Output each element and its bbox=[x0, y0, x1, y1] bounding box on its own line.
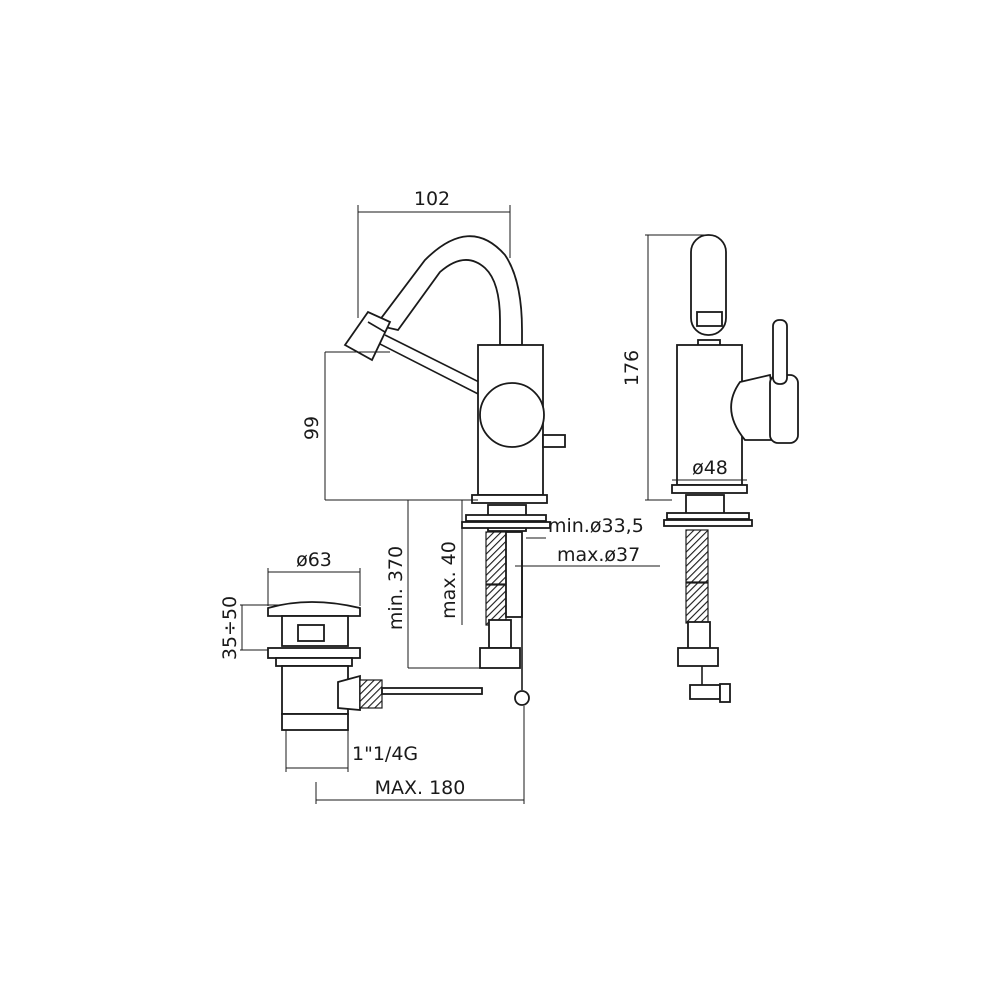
dim-min-hose: min. 370 bbox=[385, 546, 407, 630]
dim-max-reach: MAX. 180 bbox=[375, 777, 466, 799]
dim-body-diameter: ø48 bbox=[692, 457, 728, 479]
hose-fitting bbox=[488, 619, 512, 649]
side-lever-handle bbox=[772, 319, 788, 385]
side-hose-nut bbox=[677, 647, 719, 667]
front-view-mixer bbox=[343, 235, 566, 706]
waste-window bbox=[297, 624, 325, 642]
side-lever bbox=[769, 374, 799, 444]
side-hose-fitting bbox=[687, 621, 711, 651]
hose-left-upper bbox=[485, 531, 507, 585]
dim-height-side: 176 bbox=[621, 350, 643, 386]
side-hose-lower bbox=[685, 582, 709, 624]
spout-nozzle bbox=[343, 310, 392, 362]
dim-waste-diameter: ø63 bbox=[296, 549, 332, 571]
side-washer bbox=[663, 519, 753, 527]
waste-side-port bbox=[337, 674, 361, 711]
popup-button bbox=[542, 434, 566, 448]
hose-center bbox=[505, 531, 523, 618]
waste-nut bbox=[267, 647, 361, 659]
side-washer bbox=[666, 512, 750, 520]
waste-cap bbox=[267, 601, 361, 617]
side-lever-mount bbox=[730, 373, 782, 441]
side-rod-clamp bbox=[689, 684, 721, 700]
dim-hole-max: max.ø37 bbox=[557, 544, 640, 566]
side-nozzle bbox=[696, 311, 723, 327]
side-view-mixer bbox=[663, 234, 799, 703]
waste-rod bbox=[381, 687, 483, 695]
washer bbox=[461, 521, 551, 529]
dim-width-top: 102 bbox=[414, 188, 450, 210]
side-hose-upper bbox=[685, 529, 709, 583]
hose-nut bbox=[479, 647, 521, 669]
waste-nut-lower bbox=[275, 657, 353, 667]
dim-max-deck: max. 40 bbox=[438, 541, 460, 619]
mixer-base bbox=[471, 494, 548, 504]
side-base bbox=[671, 484, 748, 494]
dim-thread: 1"1/4G bbox=[352, 743, 418, 765]
dim-waste-range: 35÷50 bbox=[219, 596, 241, 660]
dim-hole-min: min.ø33,5 bbox=[548, 515, 644, 537]
lever-knob bbox=[479, 382, 545, 448]
waste-assembly bbox=[267, 601, 483, 731]
waste-tail bbox=[281, 713, 349, 731]
waste-side-nut bbox=[359, 679, 383, 709]
hose-left-lower bbox=[485, 584, 507, 626]
dim-spout-height: 99 bbox=[301, 416, 323, 440]
spout bbox=[374, 235, 523, 346]
rod-knob bbox=[514, 690, 530, 706]
dimension-lines bbox=[240, 205, 747, 804]
side-rod-clamp-screw bbox=[719, 683, 731, 703]
washer bbox=[465, 514, 547, 522]
